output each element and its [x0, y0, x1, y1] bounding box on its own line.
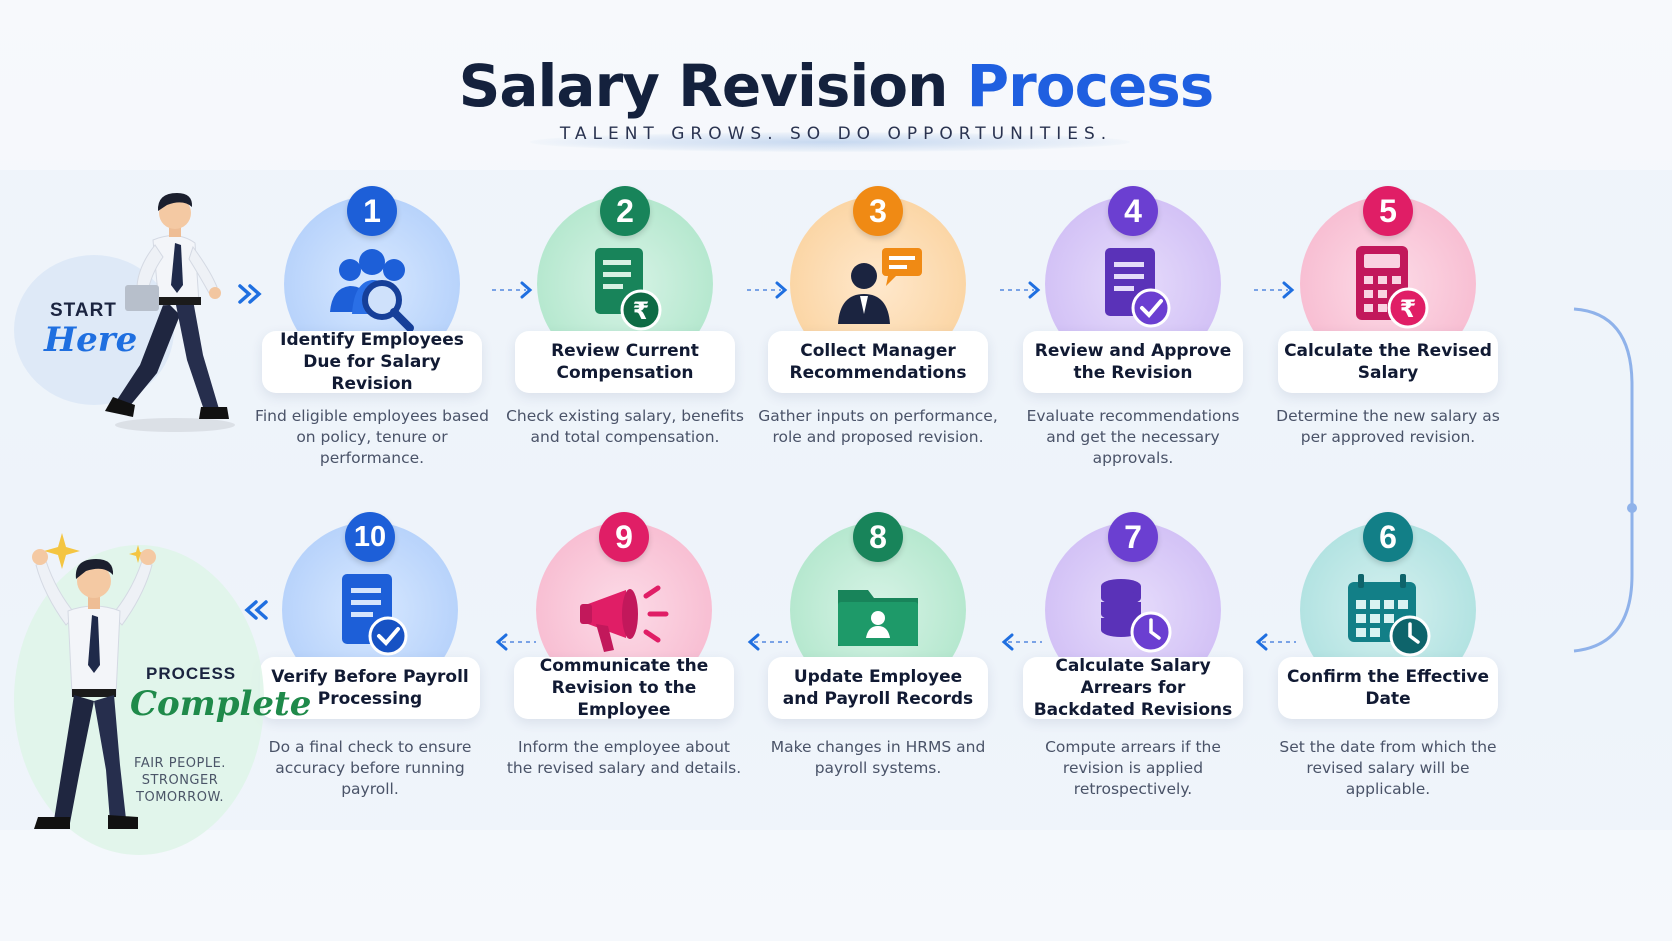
step-8-title: Update Employee and Payroll Records [768, 657, 988, 719]
step-6-description: Set the date from which the revised sala… [1279, 738, 1497, 798]
people-search-icon [330, 249, 414, 332]
connector-arrow-3-4 [1000, 281, 1041, 299]
step-1-title: Identify Employees Due for Salary Revisi… [262, 330, 482, 394]
title-accent: Process [966, 52, 1215, 120]
step-1-description: Find eligible employees based on policy,… [255, 407, 489, 467]
step-8: 8 Update Employee and Payroll Records Ma… [758, 512, 998, 812]
step-10-title: Verify Before Payroll Processing [260, 657, 480, 719]
step-2: 2 ₹ Review Current Compensation Check ex… [505, 186, 745, 486]
connector-arrow-7-6 [1255, 633, 1296, 651]
celebrating-man-illustration [32, 533, 156, 829]
connector-arrow-10-9 [495, 633, 536, 651]
step-10-badge: 10 [345, 512, 395, 562]
page-title: Salary Revision Process [0, 52, 1672, 120]
step-6-badge: 6 [1363, 512, 1413, 562]
connector-arrow-2-3 [747, 281, 788, 299]
step-7-title: Calculate Salary Arrears for Backdated R… [1023, 656, 1243, 720]
start-label: START [50, 300, 117, 321]
step-5-description: Determine the new salary as per approved… [1276, 407, 1500, 446]
step-6-title: Confirm the Effective Date [1278, 657, 1498, 719]
step-4-badge: 4 [1108, 186, 1158, 236]
subtitle-brush-stroke [530, 132, 1130, 152]
megaphone-icon [580, 585, 669, 652]
step-4: 4 Review and Approve the Revision Evalua… [1013, 186, 1253, 486]
step-2-description: Check existing salary, benefits and tota… [506, 407, 744, 446]
finish-tagline: FAIR PEOPLE. STRONGER TOMORROW. [134, 756, 226, 805]
page-subtitle: TALENT GROWS. SO DO OPPORTUNITIES. [559, 124, 1113, 144]
connector-arrow-1-2 [492, 281, 533, 299]
step-9-title: Communicate the Revision to the Employee [514, 656, 734, 720]
step-2-badge: 2 [600, 186, 650, 236]
step-9: 9 Communicate the Revision to the Employ… [504, 512, 744, 812]
start-arrow-icon [238, 284, 262, 304]
title-main: Salary Revision [458, 52, 967, 120]
connector-arrow-8-7 [1001, 633, 1042, 651]
step-5-badge: 5 [1363, 186, 1413, 236]
folder-user-icon [838, 590, 918, 646]
finish-arrow-icon [244, 600, 268, 620]
step-7: 7 Calculate Salary Arrears for Backdated… [1013, 512, 1253, 812]
step-5-title: Calculate the Revised Salary [1278, 331, 1498, 393]
step-3-description: Gather inputs on performance, role and p… [758, 407, 998, 446]
document-rupee-icon: ₹ [595, 248, 662, 331]
connector-arrow-4-5 [1254, 281, 1295, 299]
step-3-badge: 3 [853, 186, 903, 236]
connector-arrow-9-8 [747, 633, 788, 651]
step-9-badge: 9 [599, 512, 649, 562]
document-verify-icon [342, 574, 408, 656]
calendar-clock-icon [1348, 574, 1431, 657]
step-7-badge: 7 [1108, 512, 1158, 562]
step-2-title: Review Current Compensation [515, 331, 735, 393]
step-7-description: Compute arrears if the revision is appli… [1045, 738, 1221, 798]
finish-label: PROCESS [146, 664, 237, 683]
step-9-description: Inform the employee about the revised sa… [506, 738, 742, 777]
step-3-title: Collect Manager Recommendations [768, 331, 988, 393]
step-5: 5 ₹ Calculate the Revised Salary Determi… [1268, 186, 1508, 486]
step-4-title: Review and Approve the Revision [1023, 331, 1243, 393]
document-check-icon [1105, 248, 1171, 328]
svg-text:₹: ₹ [633, 297, 650, 325]
step-8-badge: 8 [853, 512, 903, 562]
step-1: 1 Identify Employees Due for Salary Revi… [252, 186, 492, 486]
svg-text:₹: ₹ [1400, 295, 1417, 323]
step-6: 6 Confirm the Effective Date Set the dat… [1268, 512, 1508, 812]
step-10: 10 Verify Before Payroll Processing Do a… [250, 512, 490, 812]
start-script-label: Here [44, 320, 138, 360]
step-1-badge: 1 [347, 186, 397, 236]
calculator-rupee-icon: ₹ [1356, 246, 1429, 329]
walking-man-illustration [105, 193, 235, 432]
manager-chat-icon [838, 248, 922, 324]
row-turn-connector [1573, 307, 1637, 653]
coins-clock-icon [1101, 579, 1172, 653]
finish-script-label: Complete [130, 684, 312, 724]
step-8-description: Make changes in HRMS and payroll systems… [770, 738, 986, 777]
step-10-description: Do a final check to ensure accuracy befo… [268, 738, 472, 798]
step-3: 3 Collect Manager Recommendations Gather… [758, 186, 998, 486]
step-4-description: Evaluate recommendations and get the nec… [1026, 407, 1240, 467]
